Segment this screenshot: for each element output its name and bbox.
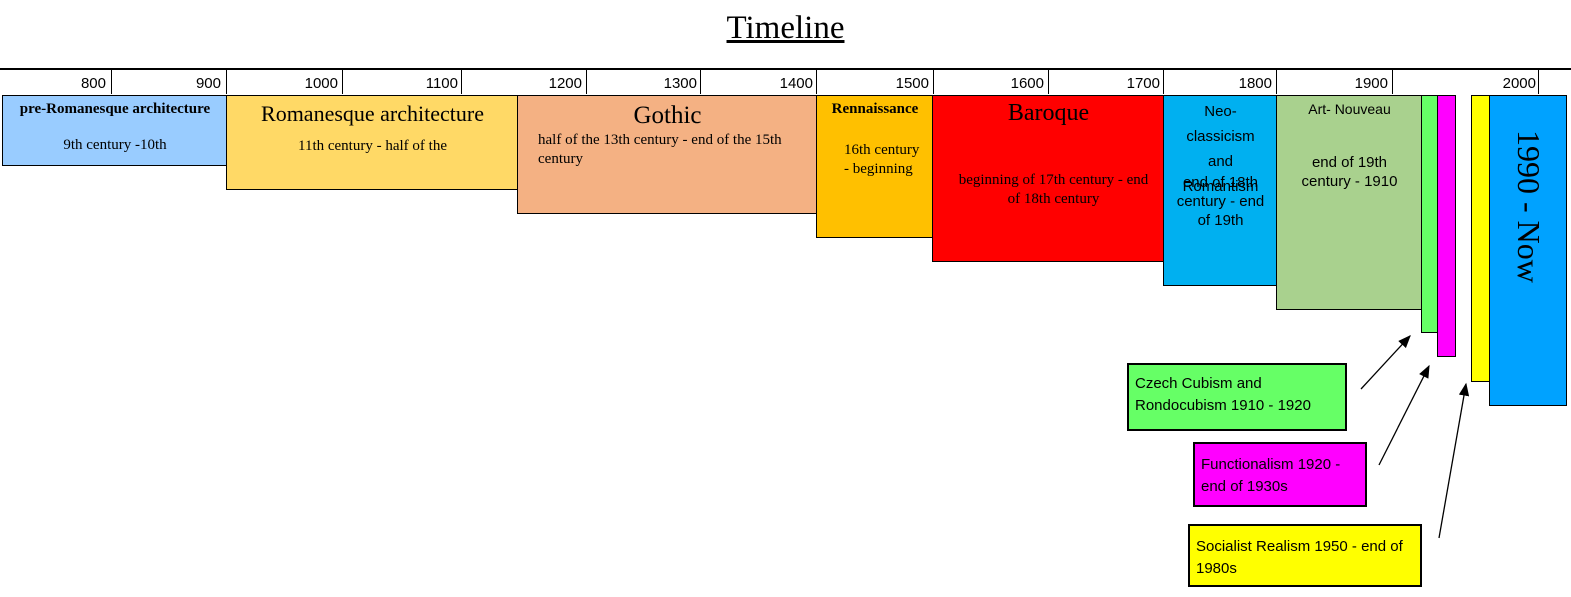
period-pre-romanesque: pre-Romanesque architecture 9th century … (2, 95, 228, 166)
period-dates: end of 18th century - end of 19th (1176, 174, 1265, 229)
timeline-axis (0, 68, 1571, 98)
axis-tick (816, 70, 817, 94)
period-name: Romanesque architecture (261, 101, 484, 126)
axis-tick (1048, 70, 1049, 94)
axis-tick (933, 70, 934, 94)
axis-tick (111, 70, 112, 94)
axis-tick (461, 70, 462, 94)
period-name: Baroque (1007, 100, 1090, 126)
tick-label: 900 (195, 75, 221, 92)
period-gothic: Gothic half of the 13th century - end of… (517, 95, 818, 214)
tick-label: 1400 (779, 75, 813, 92)
period-1990-now: 1990 - Now (1489, 95, 1567, 406)
period-name: Rennaissance (831, 101, 919, 117)
tick-label: 1800 (1238, 75, 1272, 92)
axis-tick (1538, 70, 1539, 94)
page-title: Timeline (726, 10, 845, 46)
axis-tick (226, 70, 227, 94)
tick-label: 800 (80, 75, 106, 92)
period-dates: half of the 13th century - end of the 15… (538, 132, 782, 167)
period-name: Neo-classicism and Romantism (1182, 103, 1259, 195)
period-dates: 9th century -10th (63, 137, 167, 153)
bar-functionalism (1437, 95, 1456, 357)
axis-tick (586, 70, 587, 94)
period-name: 1990 - Now (1511, 130, 1547, 283)
tick-label: 1500 (895, 75, 929, 92)
period-neoclassicism: Neo-classicism and Romantism end of 18th… (1163, 95, 1278, 286)
period-name: Gothic (633, 102, 702, 129)
period-dates: beginning of 17th century - end of 18th … (958, 172, 1149, 207)
period-dates: 11th century - half of the (298, 138, 447, 154)
period-dates: 16th century - beginning (844, 142, 920, 177)
tick-label: 1700 (1126, 75, 1160, 92)
axis-tick (1276, 70, 1277, 94)
note-czech-cubism: Czech Cubism and Rondocubism 1910 - 1920 (1127, 363, 1347, 431)
period-dates: end of 19th century - 1910 (1301, 154, 1398, 190)
tick-label: 1300 (663, 75, 697, 92)
period-name: Art- Nouveau (1308, 101, 1391, 117)
arrow-socialist-realism (1438, 382, 1470, 539)
arrow-functionalism (1378, 364, 1430, 466)
tick-label: 1900 (1354, 75, 1388, 92)
note-socialist-realism: Socialist Realism 1950 - end of 1980s (1188, 524, 1422, 587)
axis-tick (700, 70, 701, 94)
period-name: pre-Romanesque architecture (19, 101, 211, 117)
tick-label: 1600 (1010, 75, 1044, 92)
axis-tick (1392, 70, 1393, 94)
axis-tick (1163, 70, 1164, 94)
period-art-nouveau: Art- Nouveau end of 19th century - 1910 (1276, 95, 1423, 310)
arrow-cubism (1360, 335, 1411, 390)
note-functionalism: Functionalism 1920 - end of 1930s (1193, 442, 1367, 507)
tick-label: 2000 (1502, 75, 1536, 92)
tick-label: 1200 (548, 75, 582, 92)
axis-tick (342, 70, 343, 94)
tick-label: 1100 (425, 75, 458, 92)
period-baroque: Baroque beginning of 17th century - end … (932, 95, 1165, 262)
period-romanesque: Romanesque architecture 11th century - h… (226, 95, 519, 190)
tick-label: 1000 (304, 75, 338, 92)
